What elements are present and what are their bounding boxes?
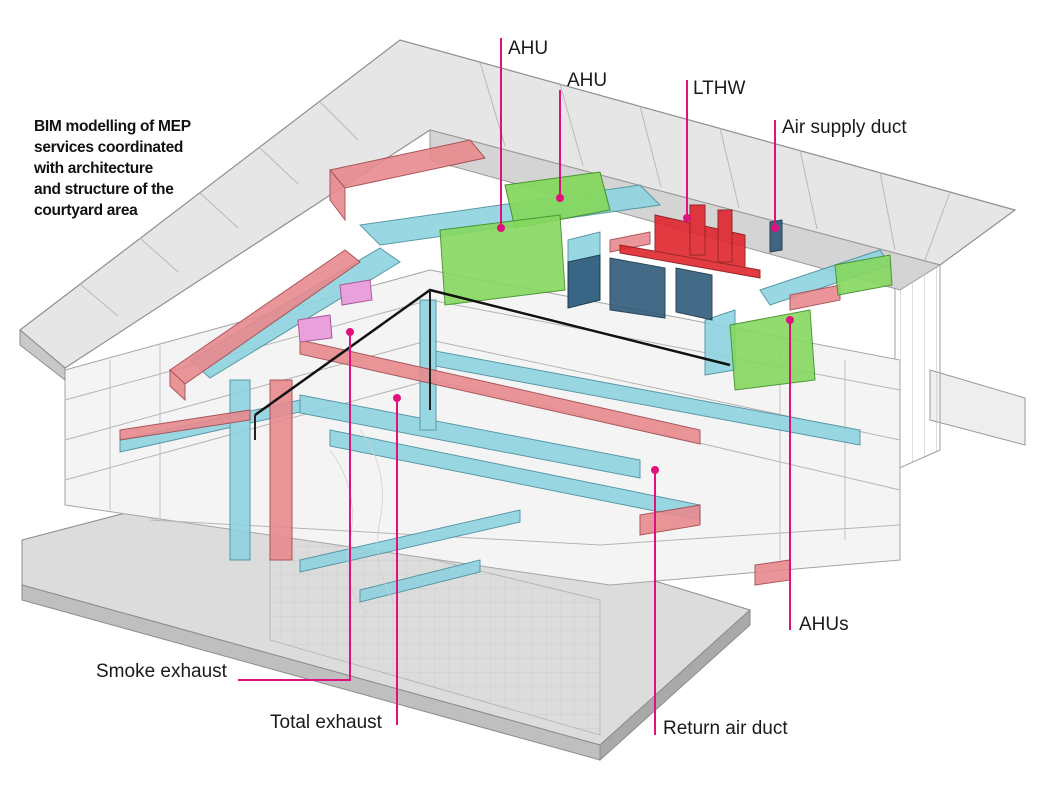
- leader-smoke-exhaust: [238, 332, 351, 681]
- dot-air-supply-duct: [771, 224, 779, 232]
- callout-leaders: [238, 38, 791, 735]
- label-smoke-exhaust: Smoke exhaust: [96, 661, 227, 682]
- base-slab: [21, 469, 751, 762]
- label-ahus: AHUs: [799, 614, 849, 635]
- caption-line: courtyard area: [34, 202, 138, 219]
- caption-line: BIM modelling of MEP: [34, 118, 191, 135]
- dot-total-exhaust: [393, 394, 401, 402]
- right-wing: [894, 264, 1026, 471]
- label-total-exhaust: Total exhaust: [270, 712, 382, 733]
- dot-smoke-exhaust: [346, 328, 354, 336]
- dot-ahu-2: [556, 194, 564, 202]
- callout-dots: [346, 194, 794, 474]
- dot-ahu-1: [497, 224, 505, 232]
- label-return-air-duct: Return air duct: [663, 718, 788, 739]
- label-lthw: LTHW: [693, 78, 746, 99]
- caption-line: and structure of the: [34, 181, 174, 198]
- figure-caption: BIM modelling of MEP services coordinate…: [34, 116, 224, 221]
- label-ahu-1: AHU: [508, 38, 549, 59]
- roof-canopy: [19, 39, 1017, 382]
- caption-line: services coordinated: [34, 139, 184, 156]
- label-ahu-2: AHU: [567, 70, 608, 91]
- caption-line: with architecture: [34, 160, 153, 177]
- dot-ahus: [786, 316, 794, 324]
- label-air-supply-duct: Air supply duct: [782, 117, 907, 138]
- dot-return-air-duct: [651, 466, 659, 474]
- dot-lthw: [683, 214, 691, 222]
